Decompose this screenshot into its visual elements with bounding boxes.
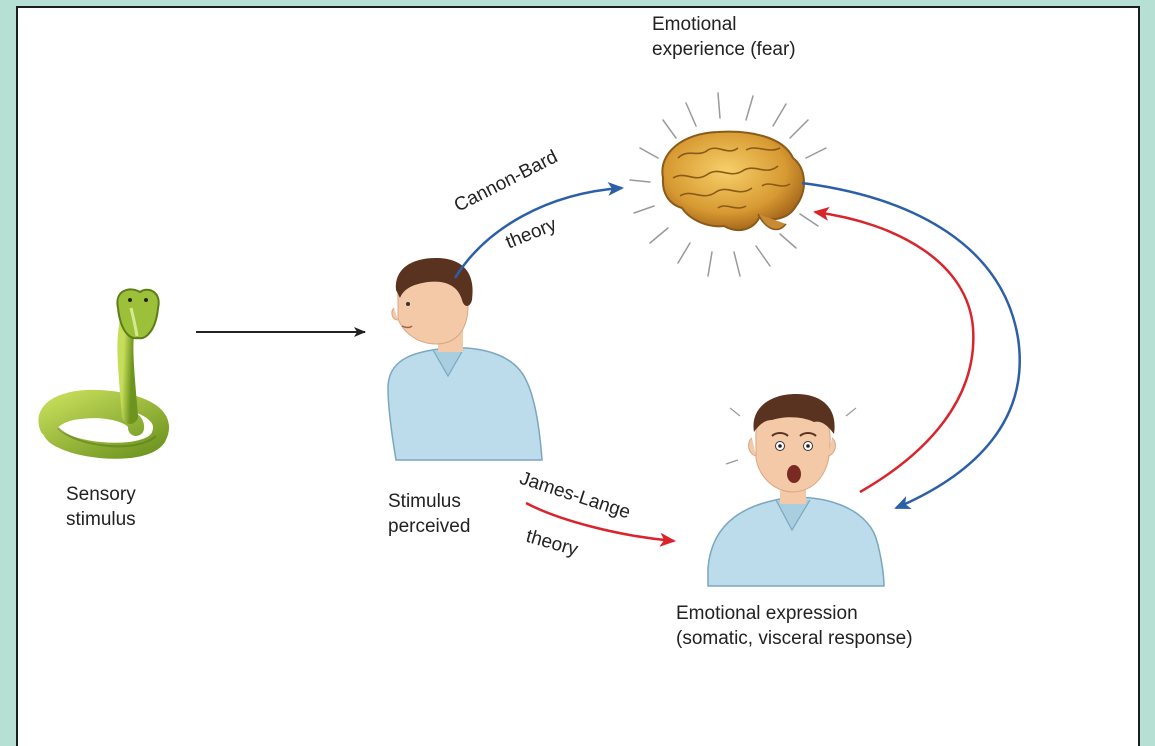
brain-icon bbox=[630, 93, 826, 276]
sensory-stimulus-label: Sensory stimulus bbox=[66, 482, 136, 532]
stimulus-perceived-label: Stimulus perceived bbox=[388, 489, 470, 539]
expression-to-brain-arrow bbox=[815, 212, 973, 492]
calm-person-icon bbox=[388, 258, 542, 460]
theories-of-emotion-diagram bbox=[18, 8, 1140, 746]
emotional-experience-label: Emotional experience (fear) bbox=[652, 12, 796, 62]
snake-icon bbox=[46, 289, 161, 450]
brain-to-expression-arrow bbox=[802, 183, 1020, 508]
diagram-frame: Emotional experience (fear) Sensory stim… bbox=[16, 6, 1140, 746]
emotional-expression-label: Emotional expression (somatic, visceral … bbox=[676, 601, 913, 651]
frightened-person-icon bbox=[708, 394, 884, 586]
